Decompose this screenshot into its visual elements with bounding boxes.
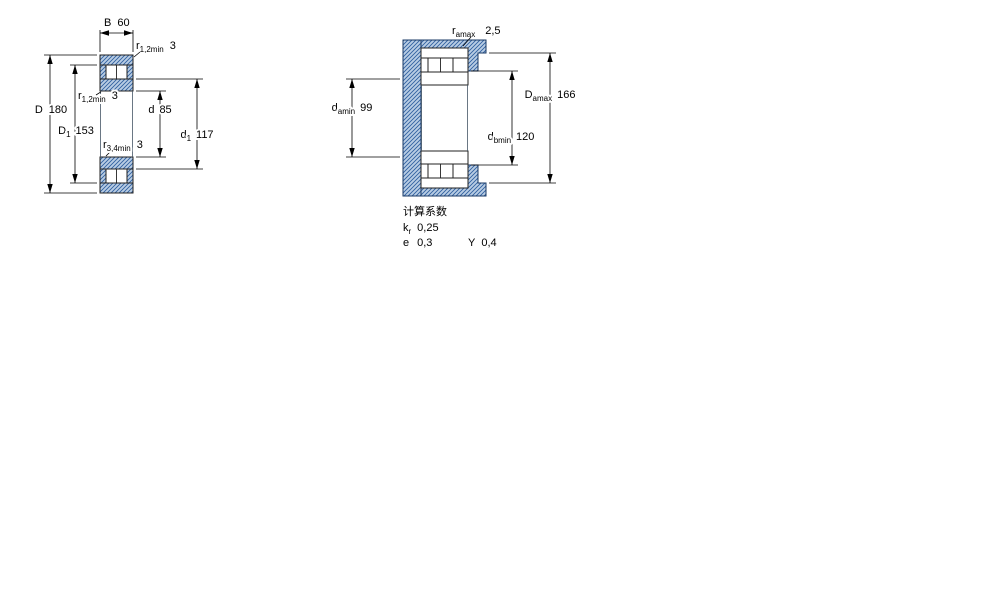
- left-view: [99, 54, 134, 194]
- dim-r12-top-leader: [133, 51, 141, 58]
- left-lower-outline: [99, 156, 134, 194]
- shaft-shoulder: [402, 39, 422, 197]
- dim-r34-leader: [105, 149, 113, 157]
- calculation-factors-title: 计算系数: [403, 204, 447, 218]
- dim-r12-mid-leader: [95, 91, 102, 96]
- dim-ra-leader: [462, 36, 472, 47]
- left-upper-outline: [99, 54, 134, 92]
- right-view: [402, 39, 487, 197]
